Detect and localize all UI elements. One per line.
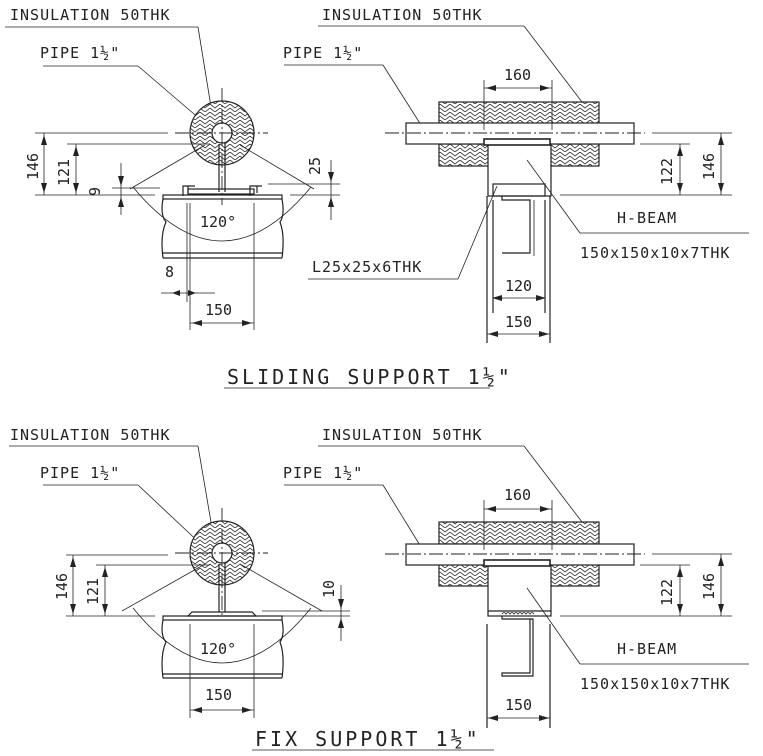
sliding-dim-8: 8 xyxy=(165,263,174,281)
shoe-plate xyxy=(187,188,255,195)
sliding-section-insulation-label: INSULATION 50THK xyxy=(10,6,171,24)
shoe-plate xyxy=(483,559,551,567)
sliding-angle-label: 120° xyxy=(200,213,236,231)
sliding-elevation-view: INSULATION 50THK PIPE 1½" 160 122 146 xyxy=(283,6,749,343)
fix-elev-dim-146: 146 xyxy=(700,573,718,600)
sliding-section-view: INSULATION 50THK PIPE 1½" 120° xyxy=(5,6,340,330)
angle-l25 xyxy=(492,183,546,197)
leader-line xyxy=(197,26,213,114)
sliding-elev-pipe-label: PIPE 1½" xyxy=(283,44,363,62)
shoe-plate xyxy=(483,138,551,146)
fix-dim-160: 160 xyxy=(504,486,531,504)
fix-elevation-view: INSULATION 50THK PIPE 1½" 160 122 146 H-… xyxy=(283,426,749,728)
sliding-section-pipe-label: PIPE 1½" xyxy=(40,44,120,62)
fix-section-dim-150: 150 xyxy=(205,686,232,704)
h-beam-side xyxy=(501,196,531,254)
fix-dim-10: 10 xyxy=(320,580,338,598)
sliding-angle-label-l25: L25x25x6THK xyxy=(312,258,422,276)
fix-elev-pipe-label: PIPE 1½" xyxy=(283,464,363,482)
fix-section-pipe-label: PIPE 1½" xyxy=(40,464,120,482)
angle-arc xyxy=(132,607,312,664)
sliding-elev-insulation-label: INSULATION 50THK xyxy=(322,6,483,24)
fix-angle-label: 120° xyxy=(200,640,236,658)
stopper-right xyxy=(249,185,262,196)
sliding-dim-146: 146 xyxy=(24,153,42,180)
beam-flange-top xyxy=(162,194,283,200)
sliding-dim-120: 120 xyxy=(505,277,532,295)
angle-arc xyxy=(132,186,312,242)
sliding-section-dim-150: 150 xyxy=(205,301,232,319)
fix-elev-insulation-label: INSULATION 50THK xyxy=(322,426,483,444)
fix-elev-dim-150: 150 xyxy=(505,696,532,714)
sliding-dim-122: 122 xyxy=(658,158,676,185)
sliding-elev-dim-150: 150 xyxy=(505,313,532,331)
fix-section-insulation-label: INSULATION 50THK xyxy=(10,426,171,444)
sliding-hbeam-label: H-BEAM xyxy=(617,209,677,227)
sliding-dim-160: 160 xyxy=(504,66,531,84)
h-beam-side xyxy=(501,616,534,677)
stopper-left xyxy=(182,185,195,196)
fix-dim-122: 122 xyxy=(658,579,676,606)
sliding-support-title: SLIDING SUPPORT 1½" xyxy=(227,365,513,389)
sliding-elev-dim-146: 146 xyxy=(700,153,718,180)
fix-hbeam-label: H-BEAM xyxy=(617,640,677,658)
h-beam-web xyxy=(487,143,552,197)
dimension-arrowheads xyxy=(41,85,724,721)
fix-section-view: INSULATION 50THK PIPE 1½" 120° 146 121 xyxy=(9,426,350,718)
insulation-top xyxy=(438,521,600,545)
fix-dim-146: 146 xyxy=(53,573,71,600)
insulation-top xyxy=(438,101,600,125)
sliding-hbeam-size: 150x150x10x7THK xyxy=(580,244,730,262)
sliding-dim-9: 9 xyxy=(86,187,104,196)
sliding-dim-25: 25 xyxy=(306,157,324,175)
sliding-dim-121: 121 xyxy=(55,159,73,186)
weld-symbol xyxy=(501,612,535,615)
fix-hbeam-size: 150x150x10x7THK xyxy=(580,675,730,693)
fix-dim-121: 121 xyxy=(84,578,102,605)
fix-support-title: FIX SUPPORT 1½" xyxy=(255,727,481,751)
